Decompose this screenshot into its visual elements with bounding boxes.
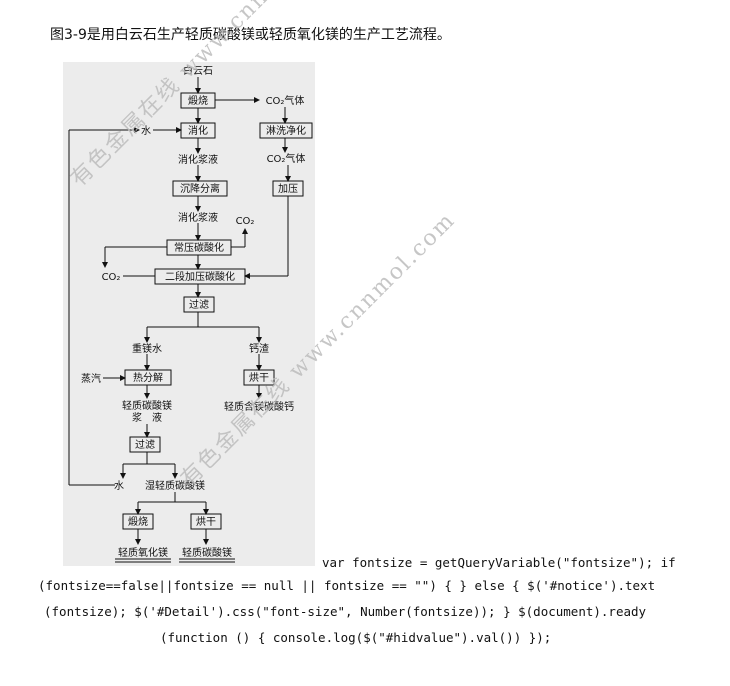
filter1-label: 过滤	[189, 298, 209, 311]
slurry1-label: 消化浆液	[178, 153, 218, 166]
steam-label: 蒸汽	[81, 372, 101, 385]
code-line-2: (fontsize==false||fontsize == null || fo…	[38, 578, 656, 593]
heavy-mg-label: 重镁水	[132, 342, 162, 355]
flow-diagram-svg: 白云石 煅烧 CO₂气体 淋洗净化 CO₂气体 加压 水 消化 消化浆液 沉降分…	[68, 64, 313, 563]
digest-label: 消化	[188, 124, 208, 137]
figure-caption: 图3-9是用白云石生产轻质碳酸镁或轻质氧化镁的生产工艺流程。	[50, 27, 451, 43]
pressurize-label: 加压	[278, 183, 298, 195]
water-bottom-label: 水	[114, 480, 124, 492]
raw-label: 白云石	[183, 64, 213, 77]
wet-mgco3-label: 湿轻质碳酸镁	[145, 479, 205, 492]
pyrolysis-label: 热分解	[133, 371, 163, 384]
wash-label: 淋洗净化	[266, 124, 306, 137]
water-top-label: 水	[141, 125, 151, 137]
dry-right-label: 烘干	[249, 372, 269, 384]
co2-gas-1-label: CO₂气体	[266, 94, 305, 107]
light-slurry-1-label: 轻质碳酸镁	[122, 399, 172, 412]
dry2-label: 烘干	[196, 516, 216, 528]
calcium-slag-label: 钙渣	[249, 342, 269, 355]
calcine2-label: 煅烧	[128, 515, 148, 528]
code-line-1: var fontsize = getQueryVariable("fontsiz…	[322, 555, 676, 570]
product-mgco3-label: 轻质碳酸镁	[182, 546, 232, 559]
co2-gas-2-label: CO₂气体	[267, 152, 306, 165]
calcine-label: 煅烧	[188, 94, 208, 107]
slurry2-label: 消化浆液	[178, 211, 218, 224]
process-flow-diagram: 白云石 煅烧 CO₂气体 淋洗净化 CO₂气体 加压 水 消化 消化浆液 沉降分…	[63, 62, 315, 566]
co2-side-label: CO₂	[236, 216, 255, 227]
light-slurry-2-label: 浆 液	[132, 411, 162, 424]
two-stage-label: 二段加压碳酸化	[165, 270, 235, 283]
co2-left-label: CO₂	[102, 272, 121, 283]
light-ca-label: 轻质含镁碳酸钙	[224, 400, 294, 413]
atm-carb-label: 常压碳酸化	[174, 241, 224, 254]
product-mgo-label: 轻质氧化镁	[118, 546, 168, 559]
code-line-3: (fontsize); $('#Detail').css("font-size"…	[44, 604, 647, 619]
settle-label: 沉降分离	[180, 182, 220, 195]
code-line-4: (function () { console.log($("#hidvalue"…	[160, 630, 552, 645]
filter2-label: 过滤	[135, 438, 155, 451]
